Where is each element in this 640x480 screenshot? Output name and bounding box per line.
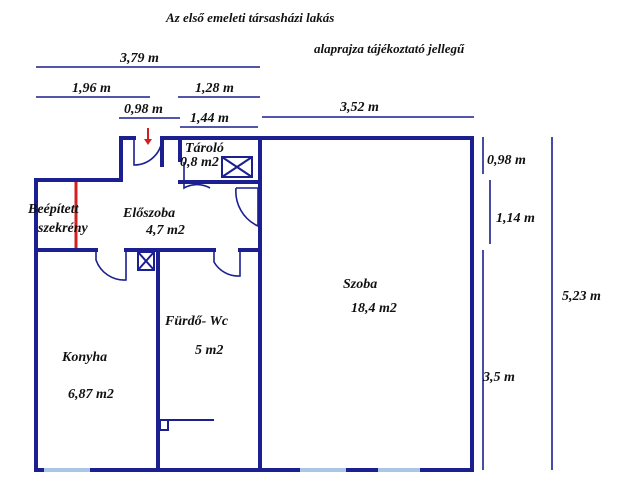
wardrobe-label-line2: szekrény <box>37 221 89 236</box>
door-entry <box>133 139 163 166</box>
vent-box-storage <box>221 156 253 178</box>
dim-label-128: 1,28 m <box>195 81 234 96</box>
wardrobe-label-line1: Beépített <box>27 202 80 217</box>
kitchen-label: Konyha <box>61 350 107 365</box>
bath-label: Fürdő- Wc <box>164 314 229 329</box>
dim-label-098-top: 0,98 m <box>124 102 163 117</box>
exterior-wall <box>34 136 474 472</box>
dim-label-098-right: 0,98 m <box>487 153 526 168</box>
plan-title-line2: alaprajza tájékoztató jellegű <box>314 41 465 56</box>
hall-area: 4,7 m2 <box>145 223 185 238</box>
dim-label-523: 5,23 m <box>562 289 601 304</box>
kitchen-area: 6,87 m2 <box>68 387 114 402</box>
door-room <box>235 187 259 228</box>
door-kitchen <box>95 250 127 281</box>
room-area: 18,4 m2 <box>351 301 397 316</box>
dim-label-352: 3,52 m <box>339 100 379 115</box>
dim-label-114: 1,14 m <box>496 211 535 226</box>
room-label: Szoba <box>343 277 377 292</box>
storage-area: 0,8 m2 <box>180 155 219 170</box>
door-bath <box>213 250 241 277</box>
bath-area: 5 m2 <box>195 343 223 358</box>
storage-label: Tároló <box>185 141 224 156</box>
dim-label-379: 3,79 m <box>119 51 159 66</box>
dim-label-35: 3,5 m <box>482 370 515 385</box>
door-storage <box>183 162 211 190</box>
dim-label-144: 1,44 m <box>190 111 229 126</box>
hall-label: Előszoba <box>122 206 175 221</box>
vent-box-hall <box>137 251 155 271</box>
bath-vent <box>159 419 169 431</box>
entry-arrow-icon <box>144 139 152 145</box>
dim-label-196: 1,96 m <box>72 81 111 96</box>
plan-title-line1: Az első emeleti társasházi lakás <box>165 10 334 25</box>
